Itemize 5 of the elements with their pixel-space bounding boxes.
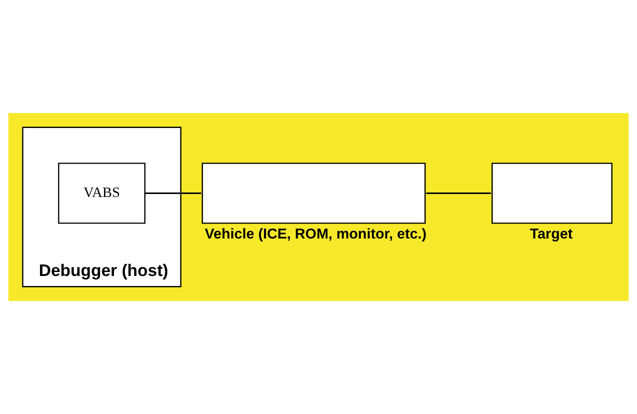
node-label: Target bbox=[530, 226, 573, 242]
node-label: Vehicle (ICE, ROM, monitor, etc.) bbox=[204, 226, 427, 242]
connector bbox=[145, 192, 202, 194]
node-box: VABS bbox=[58, 162, 146, 224]
connector bbox=[426, 192, 491, 194]
